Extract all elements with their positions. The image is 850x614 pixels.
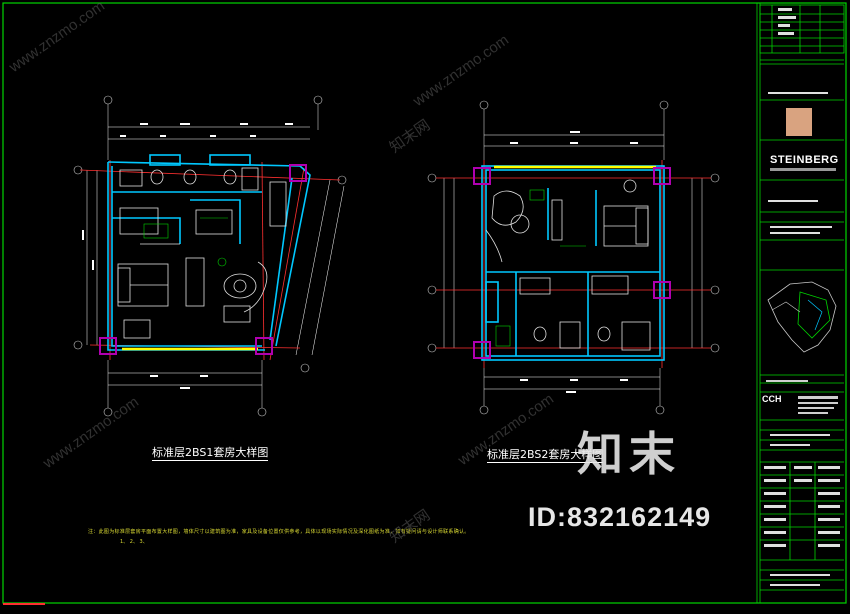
axis-lines-plan2 [436, 160, 711, 368]
key-plan [767, 281, 837, 353]
walls-plan2 [481, 165, 665, 361]
watermark-id: ID:832162149 [528, 502, 712, 532]
dimensions-plan1 [86, 126, 345, 386]
drawing-note: 注：此图为标准层套房平面布置大样图，墙体尺寸以建筑图为准，家具及设备位置仅供参考… [88, 529, 470, 535]
details-plan2 [495, 189, 586, 347]
title-block [756, 2, 847, 604]
plan-title-2bs1: 标准层2BS1套房大样图 [152, 446, 269, 461]
brand-name: STEINBERG [770, 154, 839, 166]
dimension-text-plan1 [82, 123, 293, 389]
columns-plan2 [473, 167, 671, 359]
company-logo: CCH [762, 394, 782, 404]
furniture-plan2 [485, 179, 651, 351]
details-plan1 [143, 217, 228, 267]
grid-axes-plan2 [427, 100, 720, 415]
dimensions-plan2 [443, 134, 703, 390]
floor-plan-2bs1 [73, 95, 347, 417]
furniture-plan1 [117, 167, 287, 339]
grid-axes-plan1 [73, 95, 347, 417]
walls-plan1 [107, 154, 311, 351]
company-block: CCH [762, 380, 838, 414]
client-logo [786, 108, 812, 136]
watermark-logo: 知末 [577, 427, 681, 481]
floor-plan-2bs2 [427, 100, 720, 415]
dimension-text-plan2 [510, 131, 638, 393]
plan-title-2bs2: 标准层2BS2套房大样图 [487, 448, 604, 463]
title-block-text [764, 8, 840, 586]
drawing-note-items: 1、 2、 3、 [120, 539, 148, 545]
columns-plan1 [99, 164, 307, 355]
